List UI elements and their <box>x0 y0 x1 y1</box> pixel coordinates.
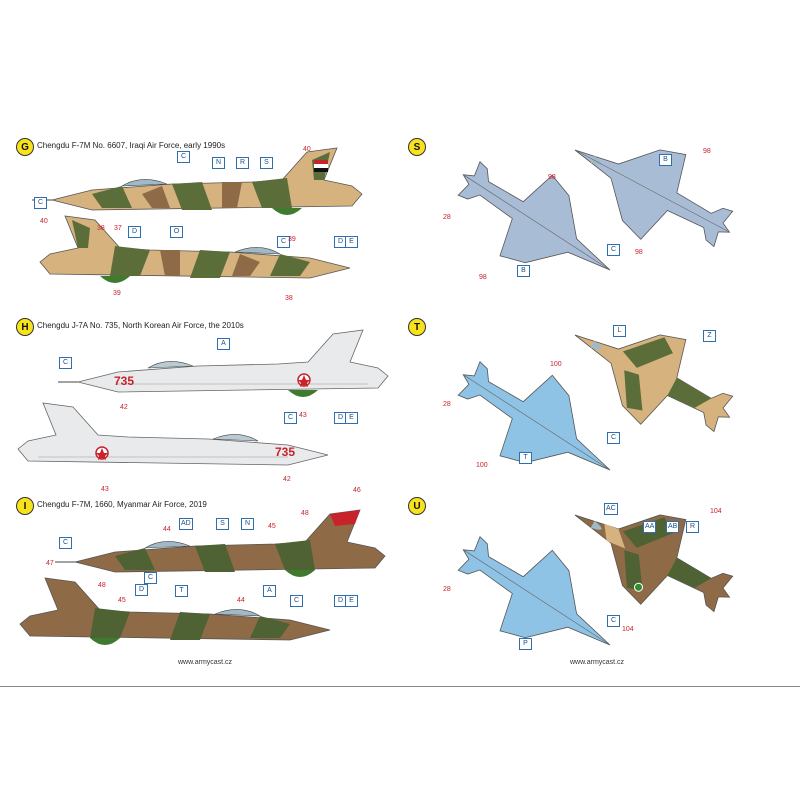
number-i-45a: 45 <box>268 523 276 530</box>
section-letter-h: H <box>16 318 34 336</box>
number-s-28: 28 <box>443 214 451 221</box>
callout-h-e: E <box>345 412 358 424</box>
h-jet-lower <box>17 402 329 466</box>
callout-i-e: E <box>345 595 358 607</box>
callout-s-c: C <box>607 244 620 256</box>
number-g-39b: 39 <box>113 290 121 297</box>
number-u-104b: 104 <box>622 626 634 633</box>
number-g-39a: 39 <box>288 236 296 243</box>
callout-s-b1: B <box>659 154 672 166</box>
number-g-40b: 40 <box>40 218 48 225</box>
callout-h-a: A <box>217 338 230 350</box>
section-letter-t: T <box>408 318 426 336</box>
number-i-46: 46 <box>353 487 361 494</box>
number-g-37: 37 <box>114 225 122 232</box>
callout-i-s: S <box>216 518 229 530</box>
number-u-104a: 104 <box>710 508 722 515</box>
number-s-98a: 98 <box>548 174 556 181</box>
number-h-42b: 42 <box>283 476 291 483</box>
section-letter-g: G <box>16 138 34 156</box>
s-jet-right <box>551 107 753 276</box>
website-credit-left: www.armycast.cz <box>178 659 233 666</box>
number-i-48a: 48 <box>301 510 309 517</box>
callout-g-r: R <box>236 157 249 169</box>
callout-i-ad: AD <box>179 518 193 530</box>
g-jet-lower <box>39 215 351 283</box>
u-jet-left <box>436 508 637 686</box>
number-u-28: 28 <box>443 586 451 593</box>
number-i-48b: 48 <box>98 582 106 589</box>
s-jet-left <box>436 133 637 311</box>
callout-t-c: C <box>607 432 620 444</box>
u-jet-right <box>551 472 753 641</box>
callout-u-ac: AC <box>604 503 618 515</box>
number-s-98b: 98 <box>479 274 487 281</box>
number-g-38b: 38 <box>285 295 293 302</box>
callout-g-s: S <box>260 157 273 169</box>
number-t-100a: 100 <box>550 361 562 368</box>
number-h-735b: 735 <box>275 445 296 459</box>
g-jet-upper <box>32 147 363 215</box>
number-t-100b: 100 <box>476 462 488 469</box>
i-jet-upper <box>55 509 386 577</box>
callout-i-a: A <box>263 585 276 597</box>
number-h-42a: 42 <box>120 404 128 411</box>
section-letter-u: U <box>408 497 426 515</box>
number-i-44a: 44 <box>163 526 171 533</box>
callout-h-c1: C <box>59 357 72 369</box>
section-letter-s: S <box>408 138 426 156</box>
callout-g-e: E <box>345 236 358 248</box>
t-jet-right <box>551 292 753 461</box>
callout-u-aa: AA <box>643 521 657 533</box>
number-s-98c: 98 <box>703 148 711 155</box>
callout-u-p: P <box>519 638 532 650</box>
callout-u-r: R <box>686 521 699 533</box>
website-credit-right: www.armycast.cz <box>570 659 625 666</box>
callout-g-o: O <box>170 226 183 238</box>
callout-t-l: L <box>613 325 626 337</box>
section-title-i: Chengdu F-7M, 1660, Myanmar Air Force, 2… <box>37 500 207 509</box>
number-g-38a: 38 <box>97 225 105 232</box>
number-h-43b: 43 <box>101 486 109 493</box>
callout-i-c2: C <box>144 572 157 584</box>
callout-i-n: N <box>241 518 254 530</box>
callout-t-z: Z <box>703 330 716 342</box>
callout-i-t: T <box>175 585 188 597</box>
callout-g-c2: C <box>177 151 190 163</box>
number-t-28: 28 <box>443 401 451 408</box>
number-i-47: 47 <box>46 560 54 567</box>
callout-h-c2: C <box>284 412 297 424</box>
callout-u-c: C <box>607 615 620 627</box>
section-title-g: Chengdu F-7M No. 6607, Iraqi Air Force, … <box>37 141 226 150</box>
callout-g-c3: C <box>277 236 290 248</box>
bottom-divider <box>0 686 800 687</box>
callout-i-c1: C <box>59 537 72 549</box>
section-title-h: Chengdu J-7A No. 735, North Korean Air F… <box>37 321 244 330</box>
callout-s-b2: B <box>517 265 530 277</box>
number-s-98d: 98 <box>635 249 643 256</box>
callout-u-ab: AB <box>666 521 680 533</box>
callout-g-d1: D <box>128 226 141 238</box>
callout-i-c3: C <box>290 595 303 607</box>
i-jet-lower <box>19 577 331 645</box>
t-jet-left <box>436 333 637 511</box>
number-h-735a: 735 <box>114 374 135 388</box>
number-i-44b: 44 <box>237 597 245 604</box>
section-letter-i: I <box>16 497 34 515</box>
callout-i-d1: D <box>135 584 148 596</box>
number-g-40a: 40 <box>303 146 311 153</box>
callout-g-n: N <box>212 157 225 169</box>
callout-t-t: T <box>519 452 532 464</box>
number-i-45b: 45 <box>118 597 126 604</box>
callout-g-c1: C <box>34 197 47 209</box>
h-jet-upper <box>58 329 389 397</box>
number-h-43a: 43 <box>299 412 307 419</box>
